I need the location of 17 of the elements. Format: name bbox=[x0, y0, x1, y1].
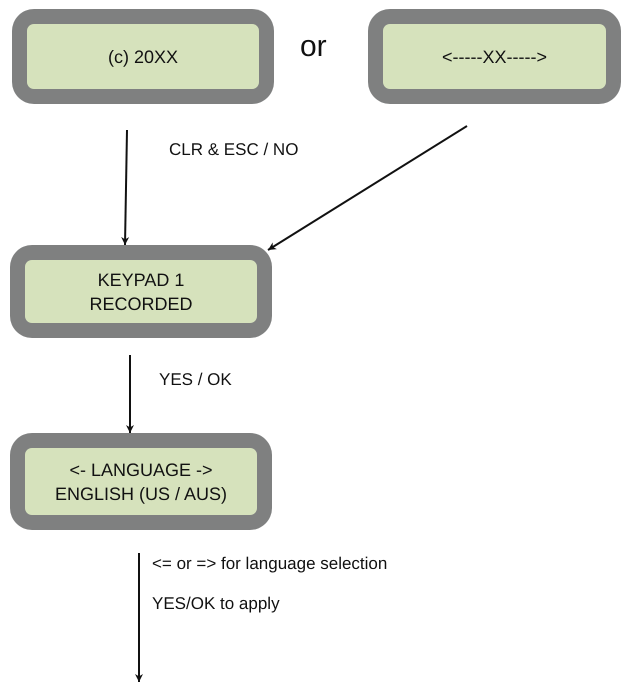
edge-label: CLR & ESC / NO bbox=[169, 140, 298, 160]
edge-label: YES / OK bbox=[159, 370, 232, 390]
lcd-display bbox=[12, 9, 274, 104]
arrow bbox=[135, 553, 143, 682]
lcd-display bbox=[368, 9, 621, 104]
note-text: YES/OK to apply bbox=[152, 594, 280, 614]
arrow bbox=[267, 125, 468, 251]
screen-text: <-----XX-----> bbox=[442, 46, 547, 68]
note-text: <= or => for language selection bbox=[152, 554, 388, 574]
arrow bbox=[126, 355, 134, 433]
arrow bbox=[121, 130, 130, 246]
lcd-display bbox=[10, 433, 272, 530]
screen-text: KEYPAD 1 RECORDED bbox=[88, 268, 194, 316]
lcd-display bbox=[10, 245, 272, 338]
note-text: or bbox=[300, 30, 327, 64]
screen-text: <- LANGUAGE -> ENGLISH (US / AUS) bbox=[54, 458, 228, 506]
screen-text: (c) 20XX bbox=[108, 46, 178, 68]
